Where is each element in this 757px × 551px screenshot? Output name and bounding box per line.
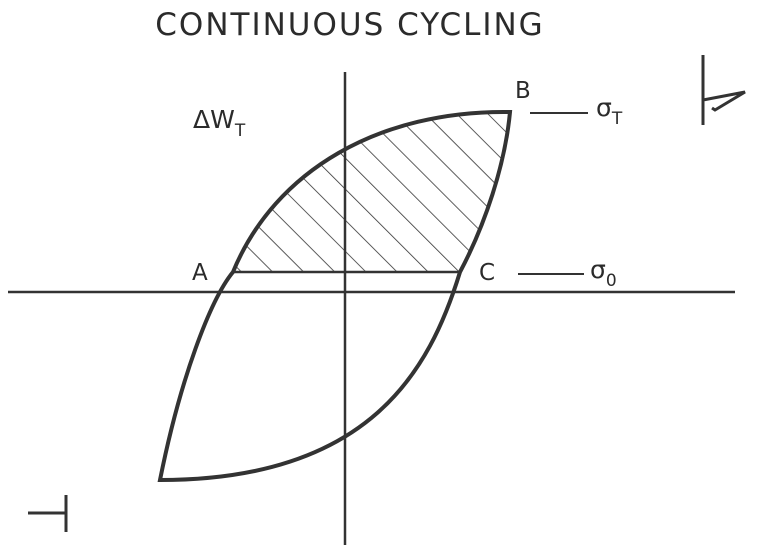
tension-load-glyph [701, 55, 746, 125]
compression-load-glyph [28, 495, 68, 532]
hysteresis-loop [157, 109, 513, 483]
diagram-title: CONTINUOUS CYCLING [155, 7, 544, 43]
point-b-label: B [515, 78, 531, 104]
hysteresis-energy-area [233, 111, 510, 272]
sigma-zero-label: σ0 [590, 255, 617, 291]
sigma-t-label: σT [596, 93, 623, 129]
point-c-label: C [479, 260, 495, 286]
energy-label: ΔWT [193, 105, 246, 141]
point-a-label: A [192, 260, 208, 286]
